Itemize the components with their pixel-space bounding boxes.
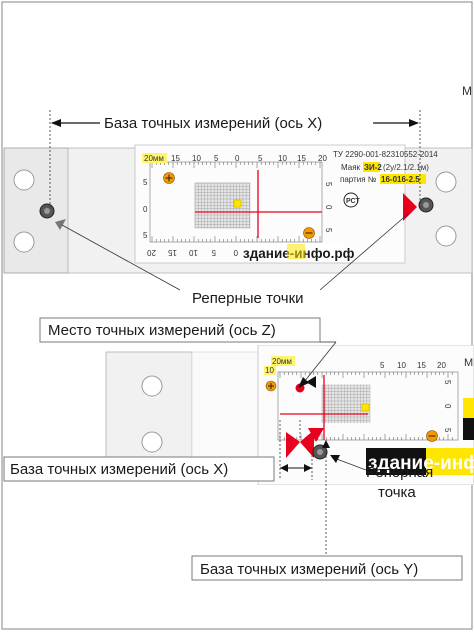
label-reference-point-group: Реперная точка [330,455,433,501]
minus-circle-icon [303,227,315,239]
label-place-z: Место точных измерений (ось Z) [48,322,276,339]
spec-line: ТУ 2290-001-82310552-2014 [333,150,438,159]
scale-label: 5 [443,428,452,433]
scale-label: 0 [143,205,148,214]
size-badge-text: 20мм [272,357,292,366]
reference-triangle-icon [403,193,417,221]
bottom-strip [191,351,263,478]
size-badge-small [264,366,276,375]
label-base-x-bottom: База точных измерений (ось X) [10,461,228,478]
model-prefix: Маяк [341,163,361,172]
scale-label: 0 [235,154,240,163]
mount-hole [435,225,457,247]
label-reference-point-line1: Реперная [366,464,433,481]
label-base-x-top: База точных измерений (ось X) [104,115,322,132]
scale-label: 0 [324,205,333,210]
reference-triangle-icon [286,432,300,458]
label-box [39,317,321,343]
size-badge [271,356,295,366]
scale-label: 20 [437,361,446,370]
cert-mark-text: РСТ [346,198,360,205]
scale-label: 5 [214,154,219,163]
bottom-mount-plate [105,351,193,478]
scale-ticks-top [151,162,321,242]
label-base-y: База точных измерений (ось Y) [200,561,418,578]
reference-screw-left [39,203,66,230]
scale-label: 10 [397,361,406,370]
model-suffix: (2у/2.1/2.1м) [383,163,429,172]
scale-label: 5 [143,231,148,240]
size-badge-text: 20мм [144,154,164,163]
label-reference-point-line2: точка [378,484,416,501]
label-reference-points-group: Реперные точки [61,212,410,307]
batch-highlight [380,174,426,184]
dimension-base-x-bottom: База точных измерений (ось X) [3,420,313,482]
center-marker [233,199,242,208]
scale-top-numbers: 15 10 5 0 5 10 15 20 [171,154,327,163]
scale-label: 5 [443,380,452,385]
certification-mark-icon: РСТ [343,192,360,208]
label-place-z-group: Место точных измерений (ось Z) [39,317,337,388]
mount-hole [141,431,163,453]
scale-label: 0 [233,248,238,257]
label-box [191,555,463,581]
mount-hole [13,169,35,191]
reference-triangle-icon [300,430,314,458]
edge-letter: М [462,84,472,98]
brand-highlight [287,244,305,259]
scale-label: 10 [189,248,198,257]
scale-label: 10 [192,154,201,163]
minus-circle-icon [426,430,438,442]
top-assembly: 20мм 15 10 5 0 5 10 15 20 20 15 10 5 0 5… [3,84,473,274]
edge-stripe [463,398,474,418]
batch-prefix: партия № [340,175,377,184]
reference-triangle-icon [308,428,324,442]
grid-lines-top [194,182,250,228]
scale-label: 15 [171,154,180,163]
scale-label: 10 [278,154,287,163]
scale-label: 15 [297,154,306,163]
edge-letter: М [464,357,473,369]
scale-label: 20 [147,248,156,257]
plus-circle-icon [163,172,175,184]
mount-hole [13,231,35,253]
scale-bottom-numbers: 20 15 10 5 0 [147,248,238,257]
size-badge [142,153,167,163]
mount-hole [435,171,457,193]
scale-label: 5 [211,248,216,257]
dimension-base-y: База точных измерений (ось Y) [191,420,463,581]
left-mount-plate [3,147,69,274]
label-reference-points: Реперные точки [192,290,304,307]
model-highlight [363,162,380,172]
scale-label: 15 [168,248,177,257]
edge-stripe [463,418,474,440]
scale-label: 0 [443,404,452,409]
model-code: ЗИ-2 [364,163,382,172]
label-box [3,456,275,482]
mount-hole [141,375,163,397]
brand-dark-band [366,448,426,475]
z-marker-arrows [306,376,316,388]
scale-label: 5 [258,154,263,163]
center-marker [361,403,370,412]
plus-circle-icon [265,380,277,392]
brand-text: здание-инфо [368,453,474,474]
scale-label: 5 [324,182,333,187]
scale-label: 5 [380,361,385,370]
reference-screw-right [418,197,434,213]
scale-label: 5 [143,178,148,187]
reference-screw-bottom [312,444,328,460]
batch-number: 16-016-2.5 [381,175,420,184]
scale-label: 5 [324,228,333,233]
dimension-base-x-top: База точных измерений (ось X) [49,110,421,210]
size-badge-small-text: 10 [265,366,274,375]
bottom-assembly: 20мм 10 5 10 15 20 5 0 5 здание-инфо М [105,345,474,485]
scale-label: 15 [417,361,426,370]
scale-label: 20 [318,154,327,163]
